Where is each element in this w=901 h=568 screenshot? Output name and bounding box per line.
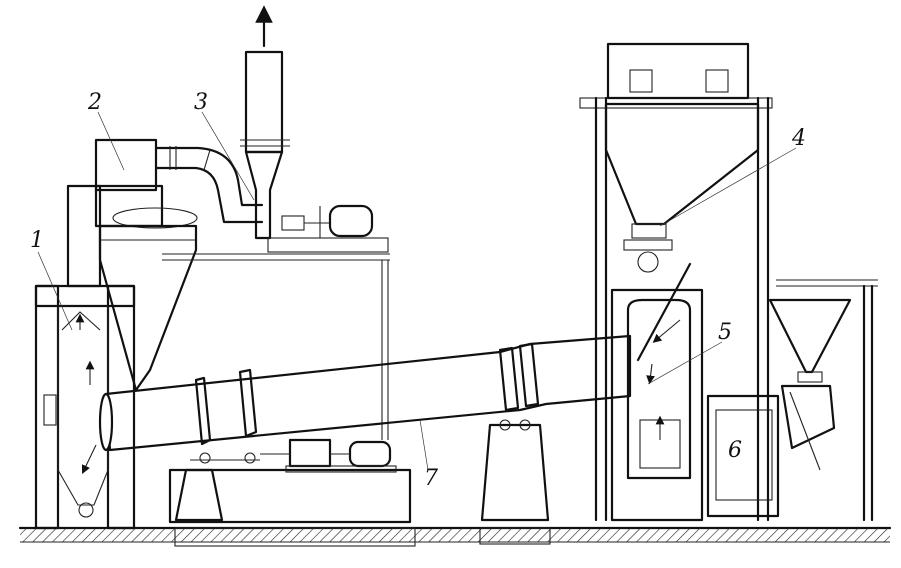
label-6: 6 (728, 438, 742, 463)
ground (18, 526, 892, 547)
label-3: 3 (194, 90, 208, 115)
label-2: 2 (88, 90, 102, 115)
cooler-chamber (706, 394, 780, 518)
support-frame (162, 253, 390, 440)
cyclone-dust-collectors (66, 138, 198, 392)
label-5: 5 (718, 320, 732, 345)
combustion-chamber (610, 288, 704, 522)
kiln-drive-motor (260, 438, 397, 473)
label-7: 7 (424, 466, 438, 491)
coal-feeder (768, 279, 878, 522)
dust-settling-chamber (34, 284, 136, 530)
feed-bunker (579, 42, 773, 522)
rotary-kiln (98, 334, 632, 452)
exhaust-fan-stack (240, 5, 389, 253)
gas-duct (154, 146, 264, 224)
label-4: 4 (792, 126, 806, 151)
kiln-supports (168, 419, 550, 524)
label-1: 1 (30, 228, 44, 253)
leader-lines (37, 111, 797, 471)
